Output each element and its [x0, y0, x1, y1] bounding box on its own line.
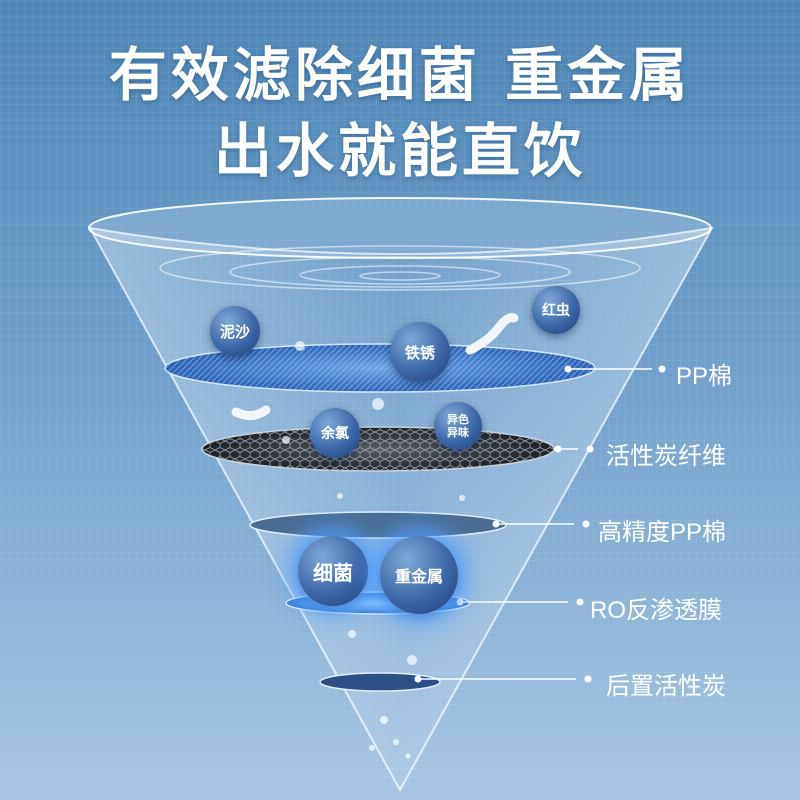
particle-mud-label: 泥沙 [219, 322, 250, 341]
particle-bacteria-label: 细菌 [313, 560, 353, 585]
layer-disc-high-precision-pp [249, 511, 507, 539]
particle-red-worm: 红虫 [532, 286, 580, 334]
layer-label-post-carbon: 后置活性炭 [606, 673, 726, 700]
particle-mud: 泥沙 [210, 306, 260, 356]
particle-color-label: 异色 [447, 413, 469, 426]
particle-color-odor: 异色 异味 [434, 402, 482, 450]
particle-heavy-metal: 重金属 [380, 536, 458, 614]
particle-chlorine-label: 余氯 [321, 426, 349, 442]
headline-line-2: 出水就能直饮 [213, 117, 586, 185]
water-bubbles [282, 341, 465, 759]
leader-dots [414, 365, 666, 683]
water-ripples [159, 245, 641, 291]
funnel-rim [88, 197, 712, 259]
headline-line-1: 有效滤除细菌 重金属 [108, 41, 692, 109]
particle-odor-label: 异味 [447, 426, 469, 439]
particle-heavy-metal-label: 重金属 [394, 567, 443, 586]
layer-label-high-precision-pp: 高精度PP棉 [598, 519, 727, 546]
particle-red-worm-label: 红虫 [542, 303, 570, 319]
particle-rust-label: 铁锈 [404, 343, 435, 362]
particle-chlorine: 余氯 [310, 408, 360, 458]
funnel-cone [88, 226, 714, 793]
worm-illustrations [231, 313, 519, 420]
layer-label-carbon-fiber: 活性炭纤维 [606, 443, 726, 470]
layer-disc-post-carbon [319, 672, 441, 692]
particle-rust: 铁锈 [390, 322, 450, 382]
particle-bacteria: 细菌 [298, 536, 368, 606]
layer-label-ro-membrane: RO反渗透膜 [590, 597, 722, 624]
layer-label-pp-cotton: PP棉 [676, 363, 733, 390]
